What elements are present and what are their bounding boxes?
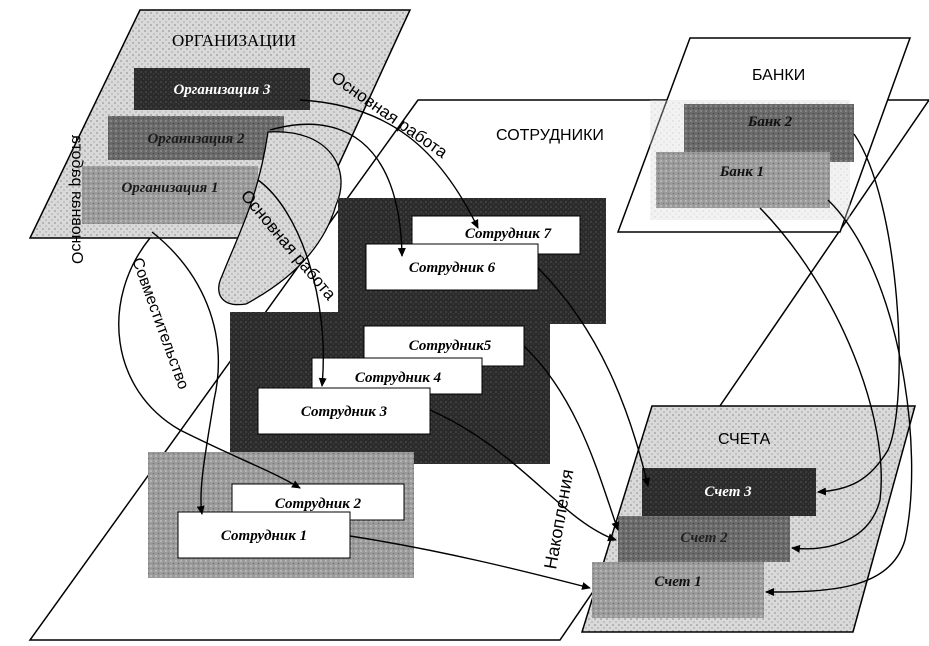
organization-3-card[interactable] xyxy=(134,68,310,110)
employee-3-card[interactable] xyxy=(257,387,431,435)
overlap-region xyxy=(218,131,342,306)
organizations-label: ОРГАНИЗАЦИИ xyxy=(172,31,296,50)
bank-2-label: Банк 2 xyxy=(747,114,793,130)
bank1-to-account2-arrow xyxy=(759,207,882,553)
org3-to-employee7-arrow xyxy=(299,99,479,229)
employee1-to-account1-arrow xyxy=(349,535,591,590)
employee5-to-account2-arrow xyxy=(523,345,620,531)
org1-to-employee2-arrow xyxy=(118,237,301,489)
account-2-card[interactable] xyxy=(618,516,790,562)
employee-5-label: Сотрудник5 xyxy=(409,338,492,354)
banks-label: БАНКИ xyxy=(752,67,805,84)
employee-3-label: Сотрудник 3 xyxy=(301,404,388,420)
account-1-label: Счет 1 xyxy=(654,574,701,590)
organization-2-label: Организация 2 xyxy=(147,131,245,147)
employee-6-label: Сотрудник 6 xyxy=(409,260,496,276)
employee-6-card[interactable] xyxy=(365,243,539,291)
employee-4-label: Сотрудник 4 xyxy=(355,370,442,386)
account-2-label: Счет 2 xyxy=(680,530,728,546)
bank-1-label: Банк 1 xyxy=(719,164,764,180)
organization-2-card[interactable] xyxy=(108,116,284,160)
part-time-label: Совместительство xyxy=(128,256,191,392)
organization-1-card[interactable] xyxy=(82,166,258,224)
bank-1-card[interactable] xyxy=(656,152,830,208)
account-3-label: Счет 3 xyxy=(704,484,752,500)
account-3-card[interactable] xyxy=(642,468,816,516)
account-1-card[interactable] xyxy=(592,562,764,618)
main-job-left-label: Основная работа xyxy=(68,135,85,264)
employee-7-label: Сотрудник 7 xyxy=(465,226,552,242)
bank2-to-account3-arrow xyxy=(817,133,900,496)
org1-to-employee1-arrow xyxy=(151,231,220,515)
org2-to-employee6-arrow xyxy=(269,123,406,257)
employee6-to-account3-arrow xyxy=(537,267,651,487)
employees-label: СОТРУДНИКИ xyxy=(496,127,604,144)
employee-1-label: Сотрудник 1 xyxy=(221,528,307,544)
employee3-to-account2-arrow xyxy=(429,409,617,542)
accounts-label: СЧЕТА xyxy=(718,431,771,448)
employee-2-label: Сотрудник 2 xyxy=(275,496,362,512)
employee-1-card[interactable] xyxy=(177,511,351,559)
organization-3-label: Организация 3 xyxy=(173,82,271,98)
bank1-to-account1-arrow xyxy=(765,199,913,596)
organization-1-label: Организация 1 xyxy=(121,180,218,196)
org1-to-employee4-arrow xyxy=(257,179,327,387)
